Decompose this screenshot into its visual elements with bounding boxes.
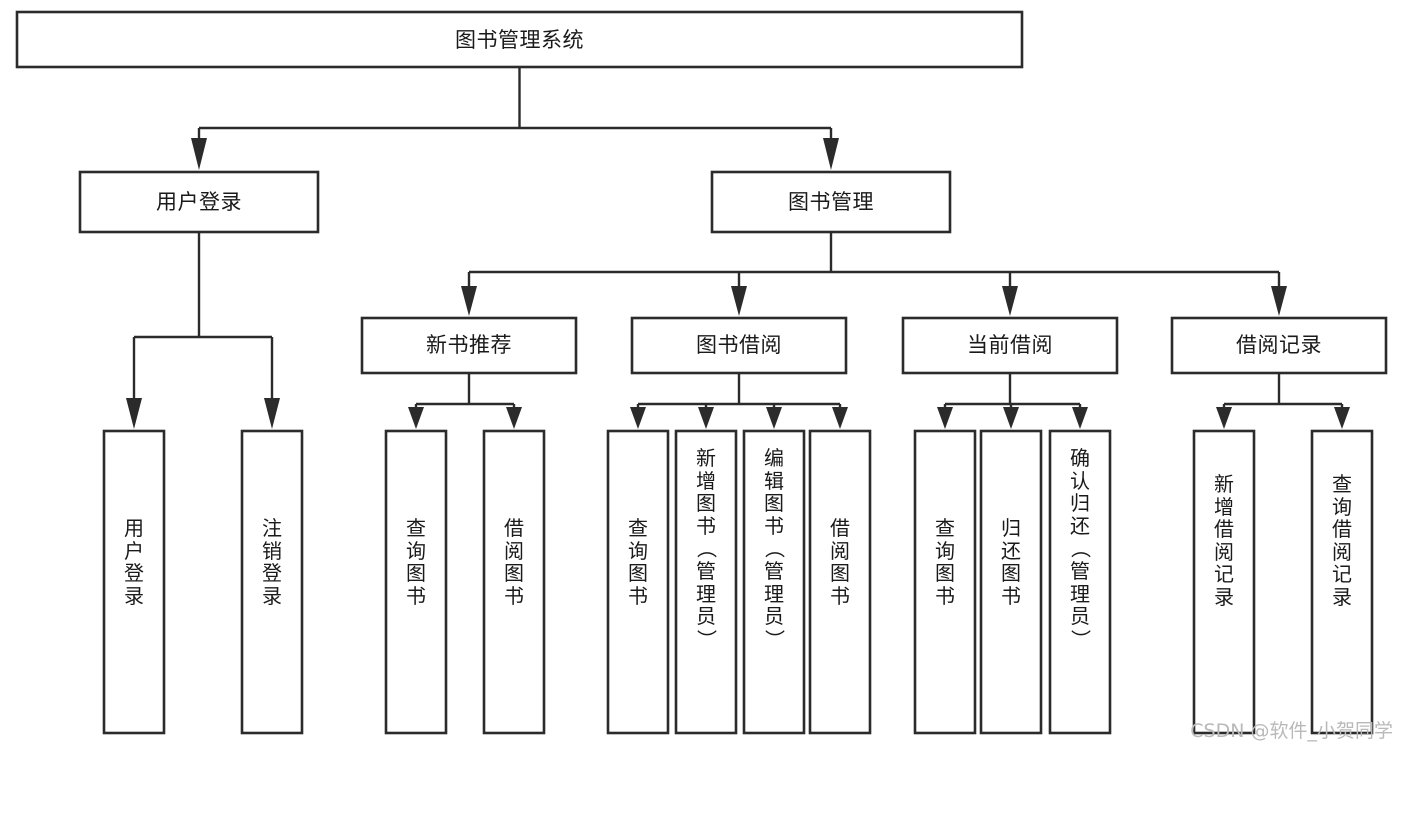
arrow-head-leaf-query-borrow-record <box>1334 407 1350 429</box>
leaf-query-book-rec-box[interactable] <box>384 429 448 735</box>
arrow-head-leaf-query-book-current <box>937 407 953 429</box>
node-book-manage-label: 图书管理 <box>788 190 874 214</box>
leaf-confirm-return-admin-box[interactable] <box>1048 429 1112 735</box>
node-user-login-label: 用户登录 <box>156 190 242 214</box>
arrow-head-user-login <box>191 138 207 170</box>
node-book-manage-box <box>710 170 952 234</box>
node-borrow-record[interactable]: 借阅记录 <box>1170 316 1388 375</box>
node-user-login-box <box>78 170 320 234</box>
leaf-edit-book-admin-box[interactable] <box>742 429 806 735</box>
leaf-borrow-book-box[interactable] <box>808 429 872 735</box>
node-borrow-record-box <box>1170 316 1388 375</box>
arrow-head-leaf-return-book <box>1003 407 1019 429</box>
arrow-head-leaf-edit-book-admin <box>766 407 782 429</box>
arrow-head-leaf-confirm-return-admin <box>1072 407 1088 429</box>
csdn-watermark: CSDN @软件_小贺同学 <box>1190 720 1393 742</box>
node-new-book-recommend[interactable]: 新书推荐 <box>360 316 578 375</box>
leaf-boxes <box>102 429 1374 735</box>
arrow-head-new-book-recommend <box>461 286 477 316</box>
node-new-book-recommend-box <box>360 316 578 375</box>
node-current-borrow[interactable]: 当前借阅 <box>901 316 1119 375</box>
arrow-head-leaf-add-book-admin <box>698 407 714 429</box>
leaf-logout-box[interactable] <box>240 429 304 735</box>
node-book-borrow[interactable]: 图书借阅 <box>630 316 848 375</box>
node-book-borrow-box <box>630 316 848 375</box>
leaf-query-book-borrow-box[interactable] <box>606 429 670 735</box>
arrow-head-leaf-borrow-book <box>832 407 848 429</box>
leaf-query-borrow-record-box[interactable] <box>1310 429 1374 735</box>
tree-diagram-svg: 图书管理系统 用户登录 图书管理 新书推荐 图书借阅 当前 <box>15 10 1388 735</box>
leaf-borrow-book-rec-box[interactable] <box>482 429 546 735</box>
arrow-head-leaf-add-borrow-record <box>1216 407 1232 429</box>
arrow-head-book-borrow <box>731 286 747 316</box>
arrow-head-leaf-borrow-book-rec <box>506 407 522 429</box>
arrow-head-borrow-record <box>1271 286 1287 316</box>
node-new-book-recommend-label: 新书推荐 <box>426 333 512 357</box>
node-current-borrow-label: 当前借阅 <box>967 333 1053 357</box>
leaf-add-book-admin-box[interactable] <box>674 429 738 735</box>
node-book-borrow-label: 图书借阅 <box>696 333 782 357</box>
node-layer: 图书管理系统 用户登录 图书管理 新书推荐 图书借阅 当前 <box>15 10 1388 735</box>
arrow-head-leaf-logout <box>264 398 280 429</box>
node-user-login[interactable]: 用户登录 <box>78 170 320 234</box>
arrow-head-current-borrow <box>1002 286 1018 316</box>
arrow-head-book-manage <box>823 138 839 170</box>
leaf-add-borrow-record-box[interactable] <box>1192 429 1256 735</box>
leaf-user-login-box[interactable] <box>102 429 166 735</box>
arrow-head-leaf-query-book-rec <box>408 407 424 429</box>
node-current-borrow-box <box>901 316 1119 375</box>
node-root-box <box>15 10 1024 69</box>
node-borrow-record-label: 借阅记录 <box>1236 333 1322 357</box>
node-book-manage[interactable]: 图书管理 <box>710 170 952 234</box>
diagram-canvas: 图书管理系统 用户登录 图书管理 新书推荐 图书借阅 当前 <box>15 10 1393 742</box>
leaf-return-book-box[interactable] <box>979 429 1043 735</box>
node-root[interactable]: 图书管理系统 <box>15 10 1024 69</box>
connector-layer <box>126 67 1350 429</box>
arrow-head-leaf-query-book-borrow <box>630 407 646 429</box>
node-root-label: 图书管理系统 <box>455 28 584 52</box>
leaf-query-book-current-box[interactable] <box>913 429 977 735</box>
arrow-head-leaf-user-login <box>126 398 142 429</box>
